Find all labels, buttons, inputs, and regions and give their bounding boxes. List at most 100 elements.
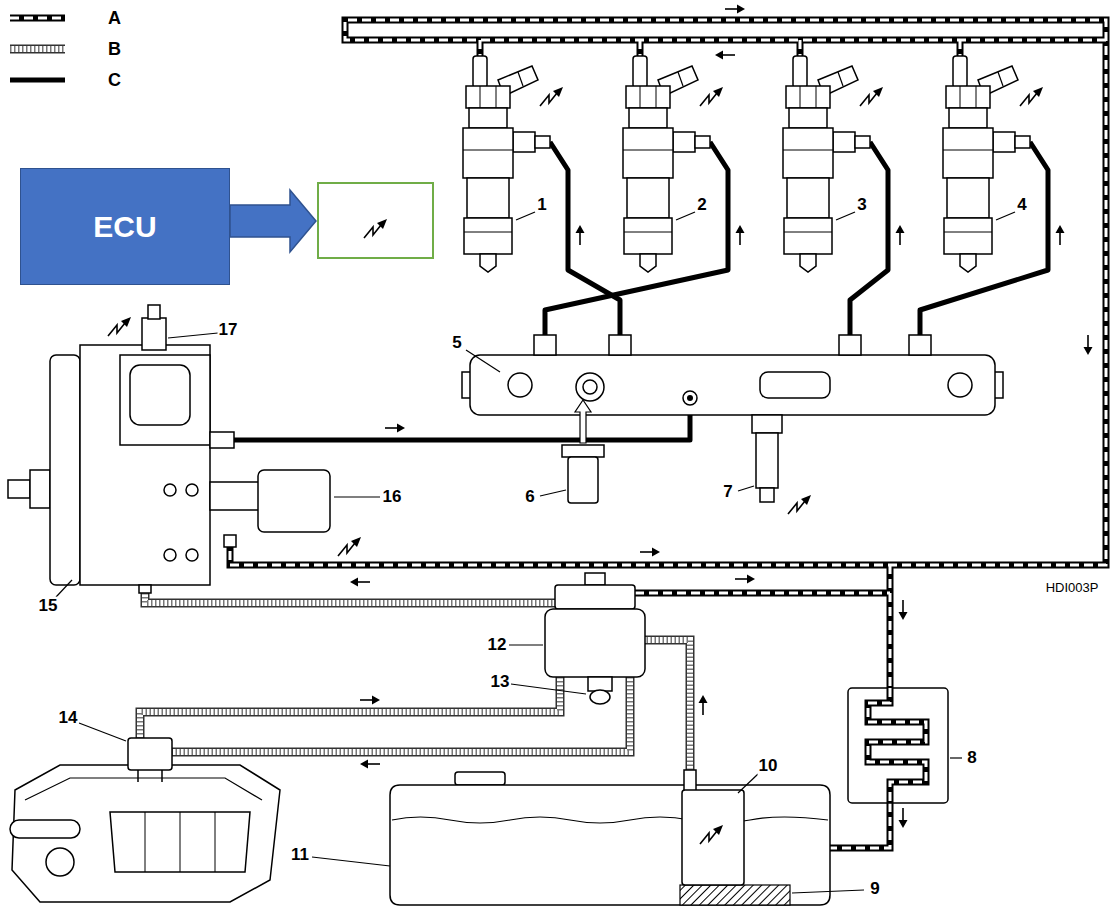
rect-shape	[210, 482, 260, 510]
rect-shape	[210, 432, 234, 448]
line-shape	[145, 812, 146, 872]
common-rail	[462, 335, 1003, 415]
callout-number: 6	[524, 488, 535, 507]
callout-number: 2	[696, 196, 707, 215]
line-shape	[792, 890, 864, 893]
callout-number: 16	[382, 488, 403, 507]
line-shape	[137, 770, 139, 782]
circle-shape	[583, 380, 597, 394]
high-pressure-pump	[8, 305, 361, 593]
drawing-code: HDI003P	[1045, 581, 1100, 595]
block-arrow	[230, 190, 316, 252]
use-shape	[700, 87, 723, 106]
use-shape	[783, 56, 870, 272]
use-shape	[1056, 225, 1065, 245]
rect-shape	[848, 688, 948, 803]
rect-shape	[258, 470, 330, 532]
callout-number: 17	[218, 321, 239, 340]
use-shape	[899, 600, 908, 620]
rect-shape	[455, 772, 505, 785]
line-shape	[215, 812, 216, 872]
path-shape	[25, 778, 262, 800]
line-shape	[334, 496, 380, 497]
legend-text: B	[108, 38, 121, 60]
symbol-box	[318, 183, 433, 258]
use-shape	[140, 593, 690, 770]
callout-number: 1	[536, 196, 547, 215]
use-shape	[943, 56, 1030, 272]
use-shape	[623, 56, 710, 272]
rect-shape	[562, 445, 604, 457]
use-shape	[640, 548, 660, 557]
line-shape	[836, 212, 855, 220]
callout-number: 12	[487, 636, 508, 655]
rect-shape	[752, 415, 782, 433]
rect-shape	[80, 345, 210, 585]
use-shape	[868, 688, 926, 803]
rect-shape	[545, 609, 645, 677]
use-shape	[868, 688, 926, 803]
rect-shape	[760, 488, 774, 502]
electric-symbol	[364, 219, 387, 238]
pressure-sensor	[562, 400, 604, 503]
polygon-shape	[575, 400, 591, 443]
legend-line	[10, 17, 65, 20]
use-shape	[576, 225, 585, 245]
line-shape	[676, 212, 695, 220]
circle-shape	[186, 484, 198, 496]
circle-shape	[508, 373, 532, 397]
rect-shape	[50, 355, 80, 585]
rect-shape	[120, 355, 210, 445]
line-shape	[516, 212, 535, 220]
line-shape	[509, 644, 543, 645]
use-shape	[788, 495, 811, 514]
line-shape	[738, 774, 758, 793]
rect-shape	[224, 535, 236, 547]
rect-shape	[8, 480, 30, 498]
path-shape	[390, 785, 830, 905]
legend-line	[10, 46, 65, 52]
rect-shape	[142, 318, 166, 350]
line-shape	[56, 580, 72, 597]
legend-line	[10, 78, 65, 83]
rect-shape	[568, 457, 598, 503]
engine-illustration	[10, 738, 280, 902]
callout-number: 8	[966, 749, 977, 768]
legend-line	[10, 15, 65, 22]
use-shape	[1084, 335, 1093, 355]
line-shape	[738, 486, 754, 491]
legend-samples	[10, 18, 65, 80]
rect-shape	[139, 585, 151, 593]
line-shape	[540, 490, 566, 496]
circle-shape	[687, 395, 693, 401]
use-shape	[338, 537, 361, 556]
callout-number: 9	[869, 880, 880, 899]
use-shape	[699, 695, 708, 715]
callout-number: 15	[38, 597, 59, 616]
use-shape	[860, 87, 883, 106]
rect-shape	[588, 677, 612, 691]
injectors	[463, 56, 1043, 272]
rect-shape	[10, 820, 80, 838]
fuel-filter	[545, 573, 645, 704]
circle-shape	[576, 373, 604, 401]
line-shape	[511, 684, 586, 694]
callout-number: 11	[290, 846, 310, 865]
line-shape	[466, 350, 500, 372]
use-shape	[896, 225, 905, 245]
use-shape	[725, 5, 745, 14]
use-shape	[350, 578, 370, 587]
rect-shape	[839, 335, 861, 355]
circle-shape	[948, 373, 972, 397]
line-shape	[180, 812, 181, 872]
line-shape	[996, 212, 1015, 220]
pressure-regulator	[752, 415, 811, 514]
callout-number: 4	[1016, 196, 1027, 215]
use-shape	[715, 51, 735, 60]
circle-shape	[164, 549, 176, 561]
use-shape	[1020, 87, 1043, 106]
use-shape	[230, 20, 1106, 848]
line-shape	[161, 770, 163, 782]
